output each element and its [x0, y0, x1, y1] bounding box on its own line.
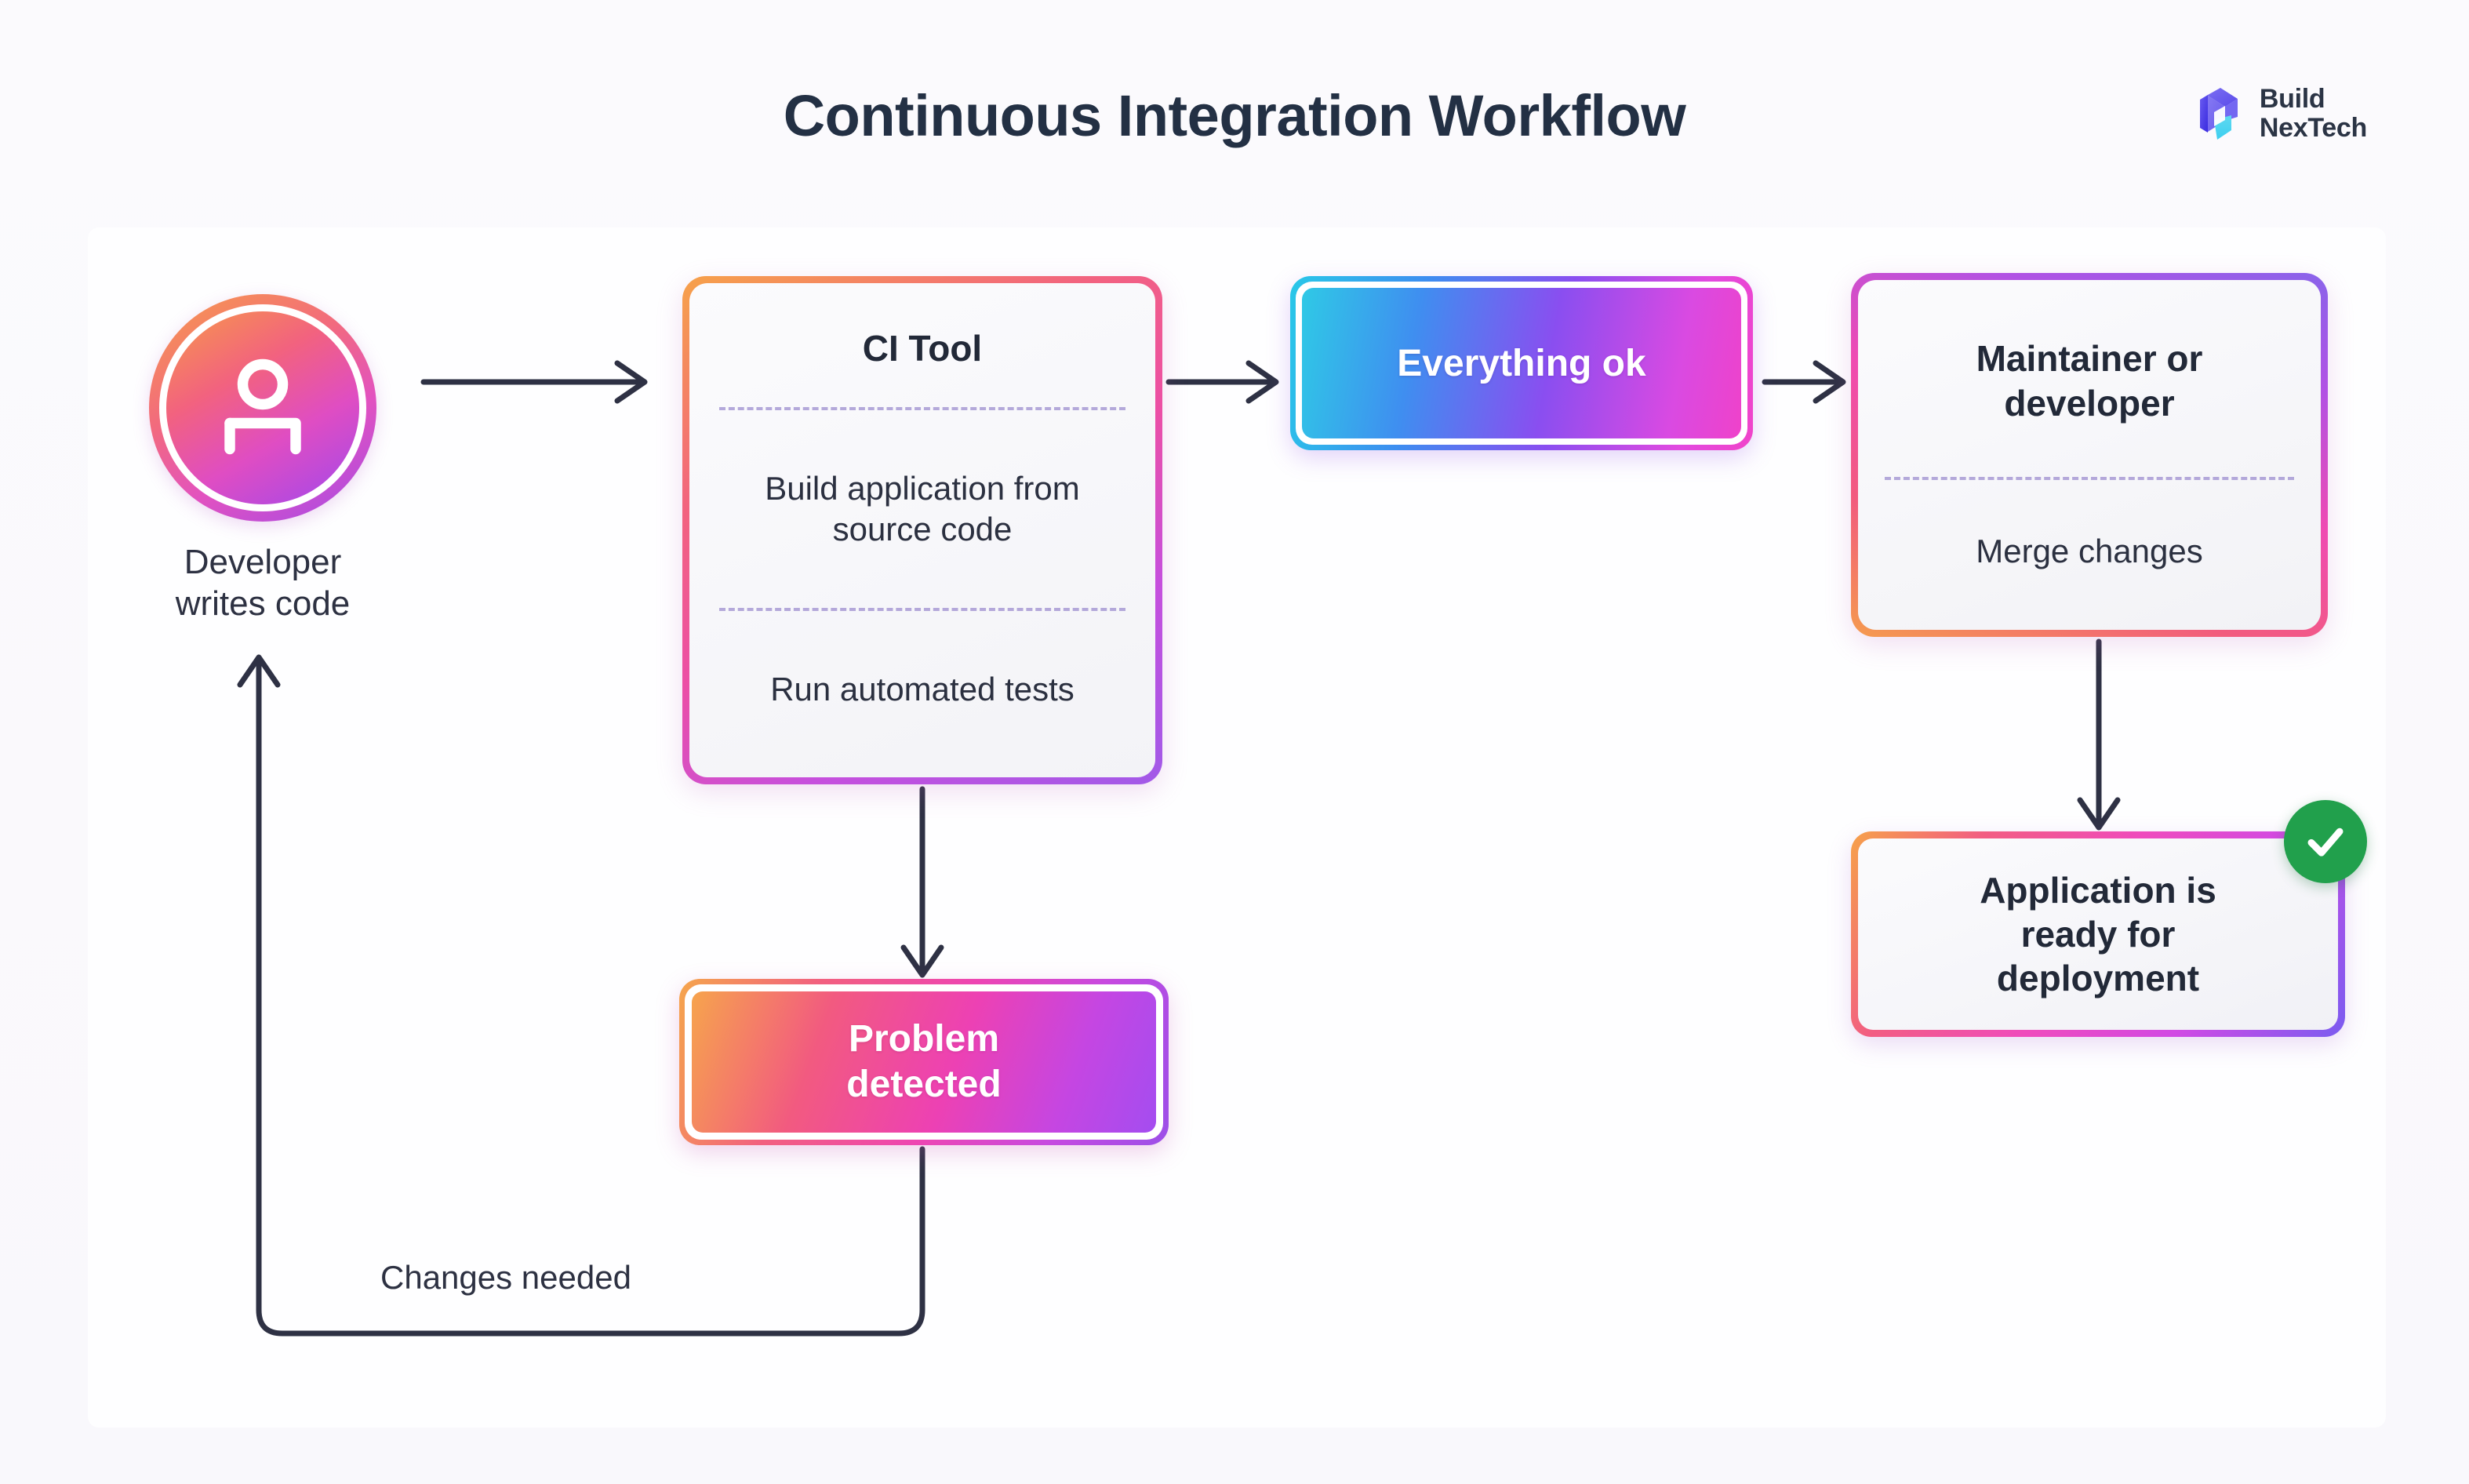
everything-ok-label: Everything ok [1302, 288, 1741, 438]
application-ready-card[interactable]: Application is ready for deployment [1851, 800, 2367, 1037]
brand-line-2: NexTech [2259, 112, 2367, 143]
developer-label-line-1: Developer [184, 543, 342, 581]
problem-detected-node[interactable]: Problem detected [679, 979, 1169, 1145]
maintainer-body: Merge changes [1976, 532, 2203, 569]
maintainer-title: Maintainer or developer [1885, 285, 2294, 477]
problem-detected-label: Problem detected [692, 991, 1156, 1133]
ci-tool-title: CI Tool [862, 328, 983, 369]
ci-tool-divider-2 [719, 608, 1125, 612]
everything-ok-ring: Everything ok [1296, 282, 1747, 445]
person-icon [224, 358, 301, 455]
ci-tool-card-inner: CI Tool Build application from source co… [689, 283, 1155, 777]
application-ready-line-3: deployment [1996, 958, 2200, 999]
developer-label-line-2: writes code [175, 584, 351, 623]
brand-line-1: Build [2259, 84, 2325, 114]
feedback-loop-label: Changes needed [380, 1259, 631, 1296]
buildnextech-hex-b-logo-icon [2199, 87, 2238, 140]
maintainer-card[interactable]: Maintainer or developer Merge changes [1851, 273, 2328, 637]
application-ready-line-1: Application is [1980, 869, 2216, 911]
application-ready-card-inner: Application is ready for deployment [1858, 838, 2338, 1030]
developer-node: Developer writes code [149, 294, 376, 625]
ci-tool-divider-1 [719, 407, 1125, 410]
developer-label: Developer writes code [149, 542, 376, 625]
avatar [149, 294, 376, 522]
brand-text: Build NexTech [2260, 85, 2367, 142]
maintainer-divider [1885, 477, 2294, 481]
everything-ok-node[interactable]: Everything ok [1290, 276, 1753, 450]
problem-detected-line-2: detected [846, 1064, 1002, 1105]
maintainer-title-line-2: developer [2004, 382, 2175, 424]
maintainer-title-line-1: Maintainer or [1976, 338, 2203, 380]
ci-tool-step-2: Run automated tests [770, 670, 1075, 707]
check-circle-icon [2307, 827, 2344, 857]
ci-tool-card[interactable]: CI Tool Build application from source co… [682, 276, 1162, 784]
maintainer-card-inner: Maintainer or developer Merge changes [1858, 280, 2321, 630]
avatar-inner [159, 304, 366, 511]
page-title: Continuous Integration Workflow [783, 83, 1686, 148]
brand-logo: Build NexTech [2197, 85, 2367, 142]
status-badge [2284, 800, 2367, 883]
problem-detected-ring: Problem detected [685, 984, 1163, 1140]
ci-tool-step-1: Build application from source code [765, 469, 1080, 548]
application-ready-line-2: ready for [2020, 913, 2176, 955]
problem-detected-line-1: Problem [848, 1018, 1000, 1060]
